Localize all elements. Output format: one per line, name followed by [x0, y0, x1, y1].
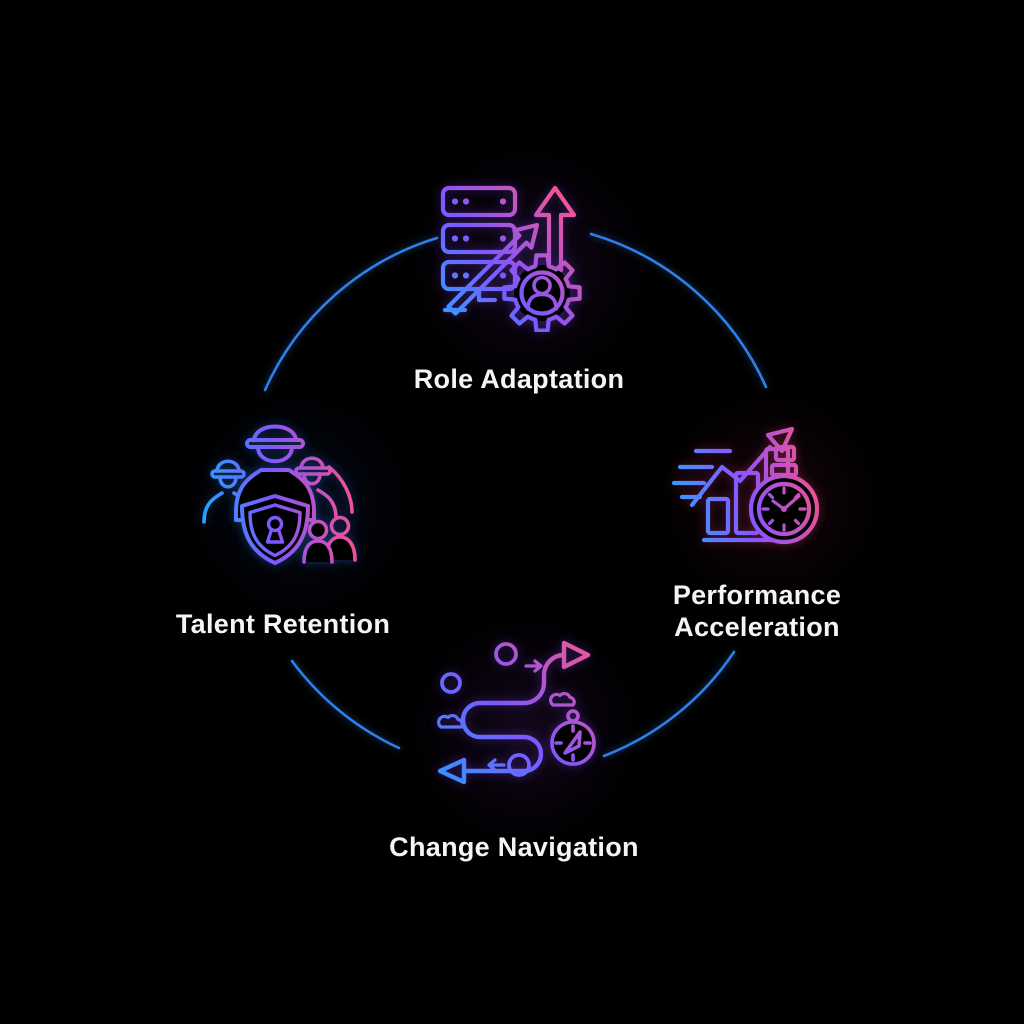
arrowhead-left-icon [437, 757, 467, 785]
label-role-adaptation: Role Adaptation [413, 364, 625, 394]
stopwatch-icon [748, 444, 820, 545]
gear-icon [502, 253, 582, 332]
rising-chart-stopwatch-icon [671, 426, 820, 545]
cycle-arc-bottom-left [290, 659, 401, 750]
node-role-adaptation [437, 180, 587, 332]
up-arrow-icon [533, 185, 577, 273]
node-change-navigation [418, 633, 598, 793]
small-arrows-icon [487, 659, 543, 772]
gear-inner-circle [519, 270, 565, 316]
server-stack-icon [440, 185, 518, 313]
node-performance-acceleration [666, 413, 826, 553]
label-performance-acceleration: Performance Acceleration [672, 580, 842, 643]
label-talent-retention: Talent Retention [175, 609, 391, 639]
rising-arrow-icon [689, 426, 795, 508]
winding-path-icon [437, 640, 591, 785]
dots-icons [440, 642, 531, 777]
people-pair-icon [302, 515, 357, 564]
cycle-arc-top-right [589, 232, 768, 389]
winding-path-compass-icon [437, 640, 596, 785]
arrowhead-right-icon [561, 640, 591, 670]
curve-line [327, 465, 354, 514]
worker-left-icon [202, 459, 254, 524]
cycle-arc-bottom-right [602, 650, 736, 758]
cloud-icons [437, 692, 576, 729]
user-icon [526, 275, 558, 311]
shield-keyhole-icon [240, 494, 310, 565]
node-talent-retention [200, 410, 360, 575]
servers-growth-arrows-gear-user-icon [440, 185, 582, 332]
compass-icon [550, 709, 596, 766]
speed-lines-icon [671, 448, 733, 500]
label-change-navigation: Change Navigation [389, 832, 639, 862]
cycle-arc-top-left [263, 236, 439, 392]
diagonal-arrow-icon [446, 222, 540, 316]
workers-shield-keyhole-icon [202, 424, 357, 565]
